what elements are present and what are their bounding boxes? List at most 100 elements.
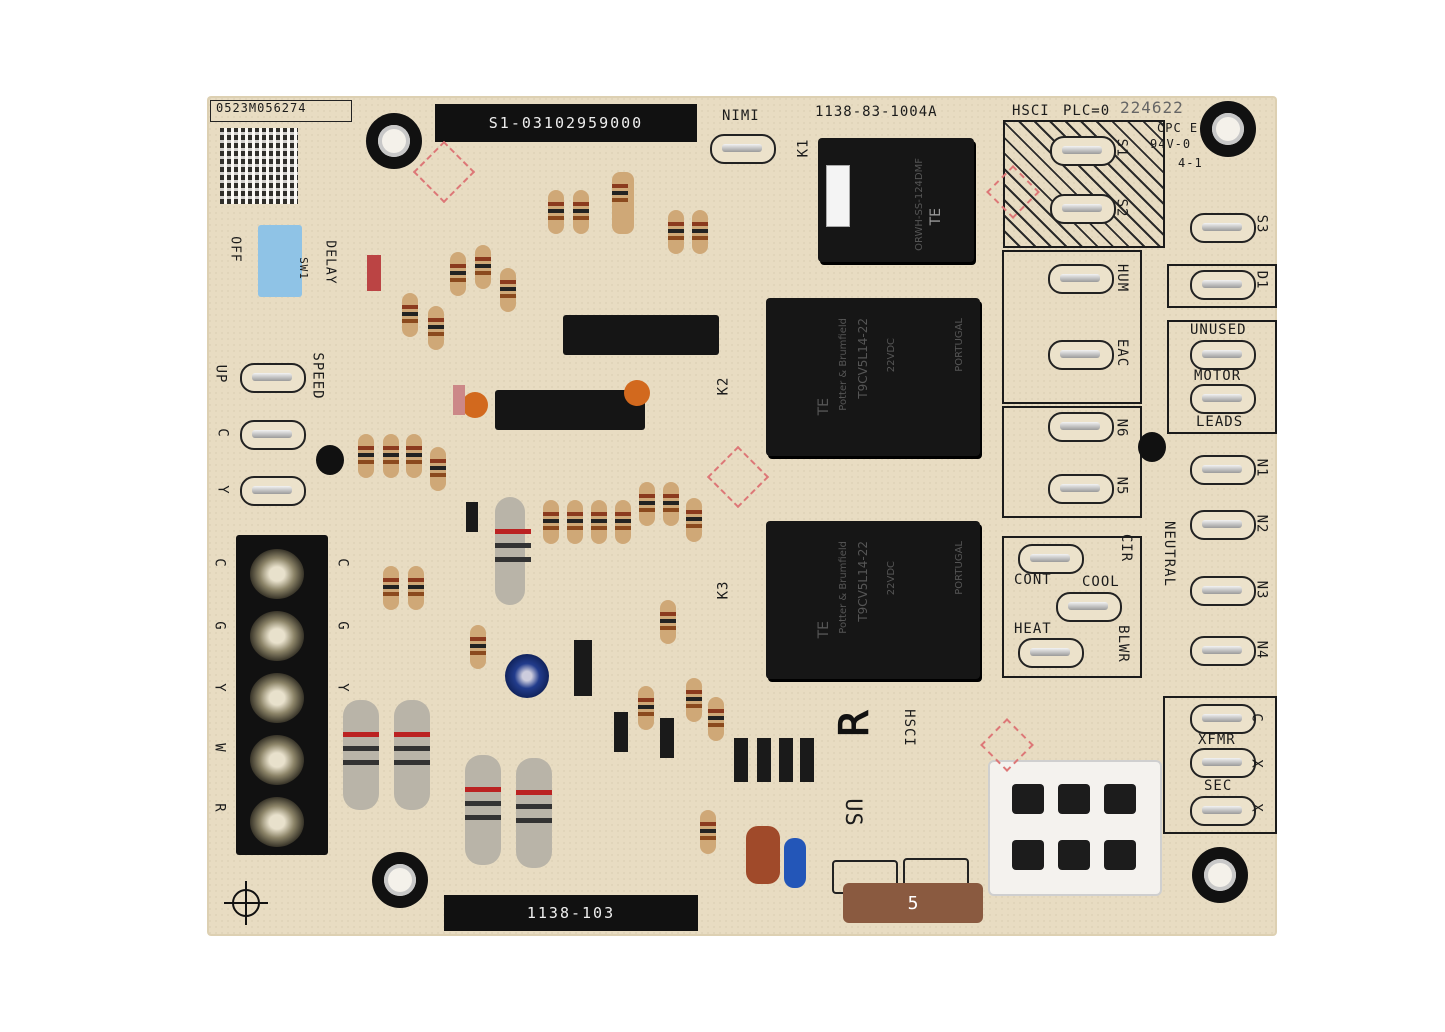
screw-r[interactable] — [250, 797, 304, 847]
xfmr-x1-terminal[interactable] — [1190, 748, 1256, 778]
hum-terminal[interactable] — [1048, 264, 1114, 294]
resistor-r21 — [700, 810, 716, 854]
resistor-r34 — [692, 210, 708, 254]
xfmr-label: XFMR — [1198, 732, 1236, 748]
n6-terminal[interactable] — [1048, 412, 1114, 442]
s1-terminal[interactable] — [1050, 136, 1116, 166]
ic-u1 — [495, 390, 645, 430]
s3-label: S3 — [1253, 214, 1270, 234]
off-label: OFF — [227, 236, 243, 263]
fuse-5a[interactable]: 5 — [843, 883, 983, 923]
relay-k2: T9CV5L14-22 Potter & Brumfield 22VDC POR… — [766, 298, 980, 456]
d1-terminal[interactable] — [1190, 270, 1256, 300]
resistor-r35 — [470, 625, 486, 669]
n5-n6-box — [1002, 406, 1142, 518]
neutral-label: NEUTRAL — [1161, 520, 1178, 588]
left-y-label: Y — [214, 485, 231, 495]
capacitor-c3 — [746, 826, 780, 884]
resistor-r11 — [615, 500, 631, 544]
resistor-r33 — [612, 172, 634, 234]
resistor-r19 — [638, 686, 654, 730]
n3-terminal[interactable] — [1190, 576, 1256, 606]
mounting-hole-tr — [1200, 101, 1256, 157]
cool-label: COOL — [1082, 574, 1120, 590]
up-label: UP — [212, 364, 229, 384]
connector-pin-1 — [1012, 784, 1044, 814]
connector-pin-6 — [1104, 840, 1136, 870]
thermostat-terminal-block — [236, 535, 328, 855]
n5-terminal[interactable] — [1048, 474, 1114, 504]
screw-c[interactable] — [250, 549, 304, 599]
varistor-mov1 — [784, 838, 806, 888]
xfmr-x2-terminal[interactable] — [1190, 796, 1256, 826]
n1-label: N1 — [1253, 458, 1270, 478]
terminal-label-right-c: C — [334, 558, 351, 568]
dip-switch[interactable] — [258, 225, 302, 297]
n4-terminal[interactable] — [1190, 636, 1256, 666]
plc-label: PLC=0 — [1063, 103, 1111, 119]
connector-pin-2 — [1058, 784, 1090, 814]
resistor-r9 — [408, 566, 424, 610]
relay-k2-coil: 22VDC — [886, 338, 897, 373]
terminal-label-right-y: Y — [334, 683, 351, 693]
eac-terminal[interactable] — [1048, 340, 1114, 370]
relay-k3-origin: PORTUGAL — [954, 541, 965, 595]
relay-k2-maker: Potter & Brumfield — [838, 318, 849, 411]
blwr-label: BLWR — [1114, 625, 1131, 663]
diode-d2 — [757, 738, 771, 782]
screw-g[interactable] — [250, 611, 304, 661]
sec-label: SEC — [1204, 778, 1233, 794]
hsci-side-label: HSCI — [900, 709, 917, 747]
mounting-hole-tl — [366, 113, 422, 169]
screw-w[interactable] — [250, 735, 304, 785]
ul-logo-icon: ꓤ — [828, 709, 876, 738]
resistor-r30 — [500, 268, 516, 312]
resistor-r2 — [343, 700, 379, 810]
y-terminal[interactable] — [240, 476, 306, 506]
resistor-r1 — [495, 497, 531, 605]
nimi-label: NIMI — [722, 108, 760, 124]
unused-terminal-1[interactable] — [1190, 340, 1256, 370]
connector-pin-4 — [1012, 840, 1044, 870]
resistor-r26 — [406, 434, 422, 478]
heat-terminal[interactable] — [1018, 638, 1084, 668]
six-pin-connector[interactable] — [988, 760, 1162, 896]
nimi-terminal[interactable] — [710, 134, 776, 164]
resistor-r16 — [663, 482, 679, 526]
terminal-label-c: C — [211, 558, 228, 568]
terminal-label-w: W — [211, 743, 228, 753]
xfmr-x1-label: X — [1248, 759, 1265, 769]
top-bar-label: S1-03102959000 — [435, 104, 697, 142]
part-number: 1138-83-1004A — [815, 104, 938, 120]
sw1-label: SW1 — [296, 257, 310, 280]
resistor-r12 — [383, 566, 399, 610]
relay-k1-brand: TE — [928, 208, 944, 226]
k3-label: K3 — [715, 580, 732, 600]
s3-terminal[interactable] — [1190, 213, 1256, 243]
cir-label: CIR — [1118, 533, 1135, 563]
c-terminal[interactable] — [240, 420, 306, 450]
speed-label: SPEED — [309, 352, 326, 400]
cont-terminal[interactable] — [1018, 544, 1084, 574]
unused-terminal-2[interactable] — [1190, 384, 1256, 414]
capacitor-c1 — [505, 654, 549, 698]
unused-label: UNUSED — [1190, 322, 1247, 338]
n1-terminal[interactable] — [1190, 455, 1256, 485]
n5-label: N5 — [1113, 476, 1130, 496]
relay-k3: T9CV5L14-22 Potter & Brumfield 22VDC POR… — [766, 521, 980, 679]
ic-u2 — [563, 315, 719, 355]
s2-terminal[interactable] — [1050, 194, 1116, 224]
speed-up-terminal[interactable] — [240, 363, 306, 393]
diode-d8 — [466, 502, 478, 532]
diode-d5 — [574, 640, 592, 696]
relay-k2-brand: TE — [816, 398, 832, 416]
xfmr-c-terminal[interactable] — [1190, 704, 1256, 734]
n2-terminal[interactable] — [1190, 510, 1256, 540]
leads-label: LEADS — [1196, 414, 1244, 430]
diode-d6 — [614, 712, 628, 752]
left-c-label: C — [214, 428, 231, 438]
relay-k2-model: T9CV5L14-22 — [856, 318, 870, 399]
screw-y[interactable] — [250, 673, 304, 723]
eac-label: EAC — [1114, 338, 1131, 368]
cool-terminal[interactable] — [1056, 592, 1122, 622]
